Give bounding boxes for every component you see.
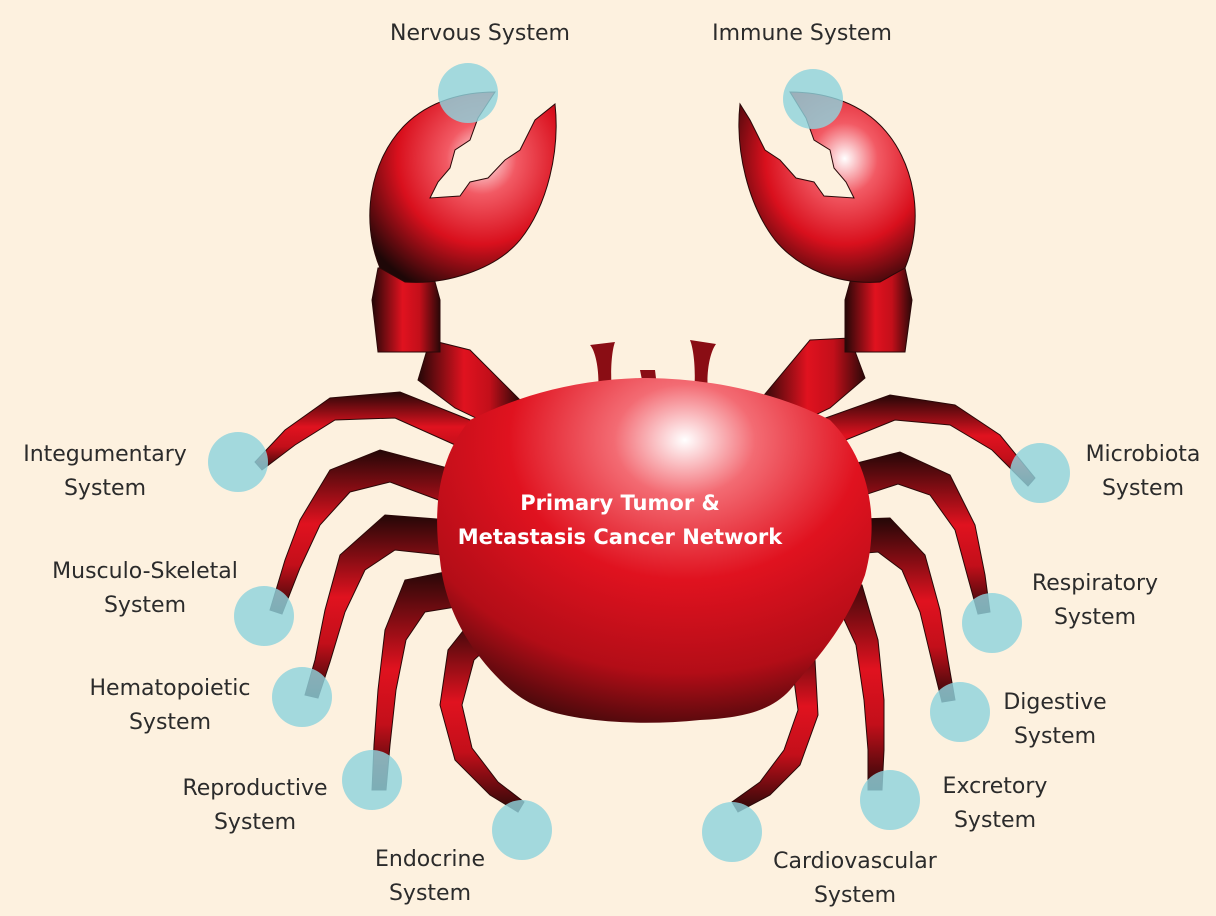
label-cardiovascular-line2: System xyxy=(755,879,955,913)
label-hematopoietic-system: Hematopoietic System xyxy=(70,672,270,740)
label-musculo-skeletal-system: Musculo-Skeletal System xyxy=(30,555,260,623)
left-arm xyxy=(370,92,556,432)
label-nervous-system: Nervous System xyxy=(370,17,590,51)
label-microbiota-system: Microbiota System xyxy=(1078,438,1208,506)
label-digestive-line1: Digestive xyxy=(990,686,1120,720)
label-endocrine-line2: System xyxy=(360,877,500,911)
label-digestive-system: Digestive System xyxy=(990,686,1120,754)
label-excretory-system: Excretory System xyxy=(920,770,1070,838)
label-integumentary-line2: System xyxy=(10,472,200,506)
label-endocrine-line1: Endocrine xyxy=(360,843,500,877)
node-respiratory xyxy=(962,593,1022,653)
label-hematopoietic-line2: System xyxy=(70,706,270,740)
label-musculo-skeletal-line2: System xyxy=(30,589,260,623)
label-reproductive-line1: Reproductive xyxy=(160,772,350,806)
label-cardiovascular-line1: Cardiovascular xyxy=(755,845,955,879)
node-cardiovascular xyxy=(702,802,762,862)
label-excretory-line2: System xyxy=(920,804,1070,838)
node-integumentary xyxy=(208,432,268,492)
label-reproductive-line2: System xyxy=(160,806,350,840)
label-microbiota-line1: Microbiota xyxy=(1078,438,1208,472)
right-arm xyxy=(739,92,915,432)
label-respiratory-system: Respiratory System xyxy=(1015,567,1175,635)
label-integumentary-line1: Integumentary xyxy=(10,438,200,472)
label-hematopoietic-line1: Hematopoietic xyxy=(70,672,270,706)
label-respiratory-line2: System xyxy=(1015,601,1175,635)
label-nervous-line1: Nervous System xyxy=(370,17,590,51)
label-respiratory-line1: Respiratory xyxy=(1015,567,1175,601)
node-digestive xyxy=(930,682,990,742)
node-excretory xyxy=(860,770,920,830)
label-cardiovascular-system: Cardiovascular System xyxy=(755,845,955,913)
node-endocrine xyxy=(492,800,552,860)
node-immune xyxy=(783,69,843,129)
node-microbiota xyxy=(1010,443,1070,503)
label-integumentary-system: Integumentary System xyxy=(10,438,200,506)
label-immune-system: Immune System xyxy=(692,17,912,51)
label-reproductive-system: Reproductive System xyxy=(160,772,350,840)
node-nervous xyxy=(438,63,498,123)
label-musculo-skeletal-line1: Musculo-Skeletal xyxy=(30,555,260,589)
center-label-line1: Primary Tumor & xyxy=(450,486,790,520)
label-immune-line1: Immune System xyxy=(692,17,912,51)
label-digestive-line2: System xyxy=(990,720,1120,754)
label-microbiota-line2: System xyxy=(1078,472,1208,506)
label-endocrine-system: Endocrine System xyxy=(360,843,500,911)
node-reproductive xyxy=(342,750,402,810)
node-hematopoietic xyxy=(272,667,332,727)
center-label-line2: Metastasis Cancer Network xyxy=(450,520,790,554)
label-excretory-line1: Excretory xyxy=(920,770,1070,804)
center-label: Primary Tumor & Metastasis Cancer Networ… xyxy=(450,486,790,554)
